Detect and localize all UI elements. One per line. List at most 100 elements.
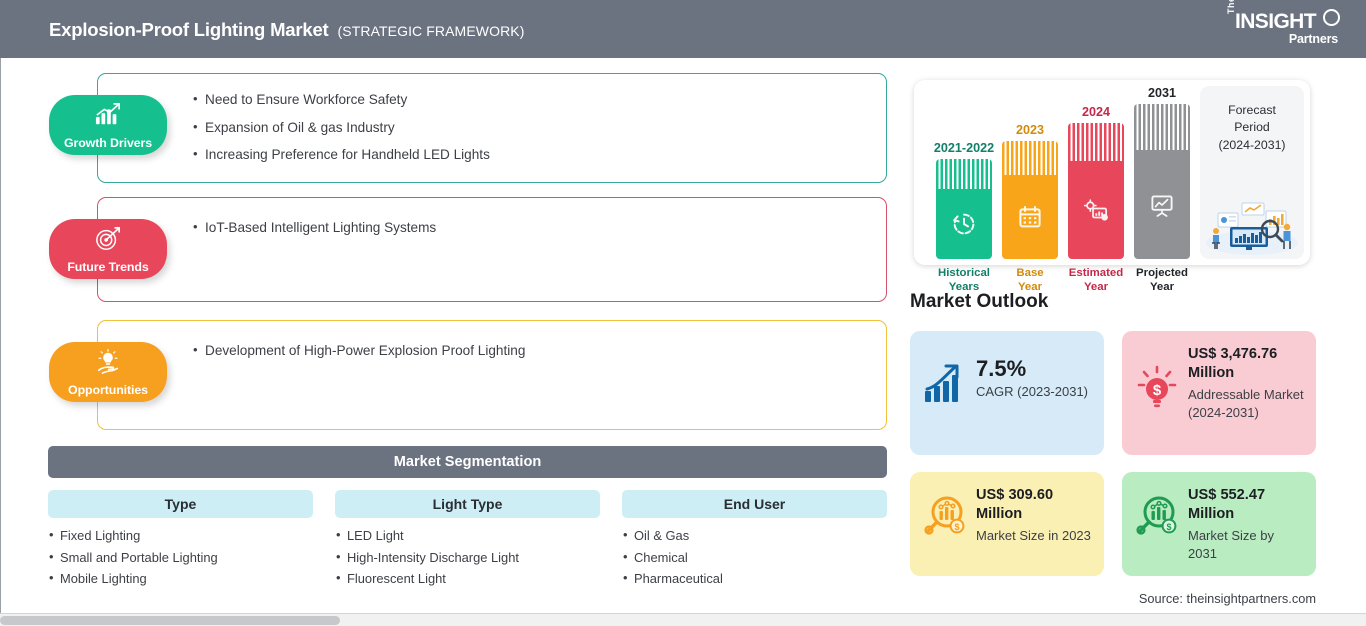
outlook-card-market-size-2031: $ US$ 552.47 Million Market Size by 2031 <box>1122 472 1316 576</box>
list-item: High-Intensity Discharge Light <box>335 549 600 565</box>
forecast-line-2: Period <box>1234 120 1270 135</box>
segmentation-column-header: End User <box>622 490 887 518</box>
list-item: Fluorescent Light <box>335 570 600 586</box>
bar-year-label: 2021-2022 <box>933 141 995 155</box>
scrollbar-thumb[interactable] <box>0 616 340 625</box>
forecast-period-panel: Forecast Period (2024-2031) <box>1200 86 1304 259</box>
page-header: Explosion-Proof Lighting Market (STRATEG… <box>0 0 1366 58</box>
bar-stripe-section <box>1134 104 1190 150</box>
magnifier-chart-dollar-icon: $ <box>1134 494 1180 542</box>
bar-group-estimated: 2024 <box>1068 105 1124 293</box>
bar-body <box>936 159 992 259</box>
segmentation-column-header: Light Type <box>335 490 600 518</box>
bar-solid-section <box>1134 150 1190 259</box>
bar-body <box>1134 104 1190 259</box>
horizontal-scrollbar[interactable] <box>0 613 1366 626</box>
lightbulb-hand-icon <box>93 348 123 375</box>
badge-future-trends[interactable]: Future Trends <box>49 219 167 279</box>
opportunities-list: Development of High-Power Explosion Proo… <box>193 342 525 371</box>
bar-year-label: 2031 <box>1147 86 1177 100</box>
analytics-team-illustration <box>1204 193 1300 255</box>
forecast-period-text: Forecast Period (2024-2031) <box>1200 102 1304 154</box>
svg-text:$: $ <box>1166 522 1171 532</box>
list-item: Mobile Lighting <box>48 570 313 586</box>
segmentation-items: Fixed Lighting Small and Portable Lighti… <box>48 527 313 586</box>
bar-solid-section <box>1068 161 1124 259</box>
header-title-group: Explosion-Proof Lighting Market (STRATEG… <box>49 19 524 41</box>
badge-opportunities[interactable]: Opportunities <box>49 342 167 402</box>
insight-partners-logo: The INSIGHT Partners <box>1226 0 1344 51</box>
svg-text:$: $ <box>954 522 959 532</box>
segmentation-column-end-user: End User Oil & Gas Chemical Pharmaceutic… <box>622 490 887 593</box>
outlook-card-text: US$ 552.47 Million Market Size by 2031 <box>1188 484 1304 563</box>
list-item: Increasing Preference for Handheld LED L… <box>193 146 490 162</box>
presentation-chart-icon <box>1149 192 1175 218</box>
outlook-card-addressable-market: $ US$ 3,476.76 Million Addressable Marke… <box>1122 331 1316 455</box>
segmentation-column-label: End User <box>723 496 786 512</box>
outlook-card-value: US$ 3,476.76 Million <box>1188 346 1278 382</box>
bar-solid-section <box>936 189 992 259</box>
list-item: IoT-Based Intelligent Lighting Systems <box>193 219 436 235</box>
bar-year-label: 2024 <box>1081 105 1111 119</box>
segmentation-items: LED Light High-Intensity Discharge Light… <box>335 527 600 586</box>
bar-group-base: 2023 <box>1002 123 1058 293</box>
list-item: Expansion of Oil & gas Industry <box>193 119 490 135</box>
badge-growth-drivers[interactable]: Growth Drivers <box>49 95 167 155</box>
outlook-card-text: US$ 309.60 Million Market Size in 2023 <box>976 484 1092 545</box>
viewport-left-border <box>0 58 1 614</box>
forecast-line-1: Forecast <box>1228 103 1276 117</box>
segmentation-items: Oil & Gas Chemical Pharmaceutical <box>622 527 887 586</box>
badge-label: Growth Drivers <box>63 136 153 150</box>
framework-column: Need to Ensure Workforce Safety Expansio… <box>0 58 900 603</box>
bar-stripe-section <box>1002 141 1058 175</box>
outlook-card-cagr: 7.5% CAGR (2023-2031) <box>910 331 1104 455</box>
outlook-card-value: US$ 309.60 Million <box>976 487 1054 523</box>
logo-partners-text: Partners <box>1288 32 1338 46</box>
list-item: Small and Portable Lighting <box>48 549 313 565</box>
bar-body <box>1068 123 1124 259</box>
list-item: Need to Ensure Workforce Safety <box>193 91 490 107</box>
market-segmentation-header: Market Segmentation <box>48 446 887 478</box>
outlook-card-sub: CAGR (2023-2031) <box>976 384 1088 400</box>
list-item: Pharmaceutical <box>622 570 887 586</box>
future-trends-list: IoT-Based Intelligent Lighting Systems <box>193 219 436 248</box>
outlook-card-big: 7.5% <box>976 356 1027 381</box>
outlook-card-sub: Market Size by 2031 <box>1188 527 1274 561</box>
badge-label: Opportunities <box>68 383 148 397</box>
bar-stripe-section <box>936 159 992 189</box>
segmentation-column-type: Type Fixed Lighting Small and Portable L… <box>48 490 313 593</box>
logo-ring-icon <box>1323 9 1340 26</box>
list-item: LED Light <box>335 527 600 543</box>
logo-insight-text: INSIGHT <box>1235 10 1317 33</box>
list-item: Chemical <box>622 549 887 565</box>
outlook-card-sub: Market Size in 2023 <box>976 527 1091 543</box>
panel-future-trends: IoT-Based Intelligent Lighting Systems <box>97 197 887 302</box>
outlook-card-market-size-2023: $ US$ 309.60 Million Market Size in 2023 <box>910 472 1104 576</box>
panel-opportunities: Development of High-Power Explosion Proo… <box>97 320 887 430</box>
market-segmentation-title: Market Segmentation <box>393 454 542 470</box>
bar-year-label: 2023 <box>1015 123 1045 137</box>
growth-drivers-list: Need to Ensure Workforce Safety Expansio… <box>193 91 490 175</box>
svg-text:$: $ <box>1153 382 1162 399</box>
panel-growth-drivers: Need to Ensure Workforce Safety Expansio… <box>97 73 887 183</box>
segmentation-column-label: Type <box>164 496 197 512</box>
bulb-dollar-icon: $ <box>1134 365 1180 413</box>
outlook-card-value: US$ 552.47 Million <box>1188 487 1266 523</box>
outlook-card-text: 7.5% CAGR (2023-2031) <box>976 343 1088 401</box>
outlook-card-text: US$ 3,476.76 Million Addressable Market … <box>1188 343 1304 422</box>
segmentation-column-header: Type <box>48 490 313 518</box>
list-item: Oil & Gas <box>622 527 887 543</box>
badge-label: Future Trends <box>67 260 149 274</box>
bar-body <box>1002 141 1058 259</box>
gear-analytics-icon <box>1083 197 1109 223</box>
segmentation-column-label: Light Type <box>432 496 503 512</box>
bar-chart-arrow-icon <box>93 102 123 128</box>
target-dart-icon <box>93 226 123 252</box>
forecast-line-3: (2024-2031) <box>1218 137 1286 152</box>
